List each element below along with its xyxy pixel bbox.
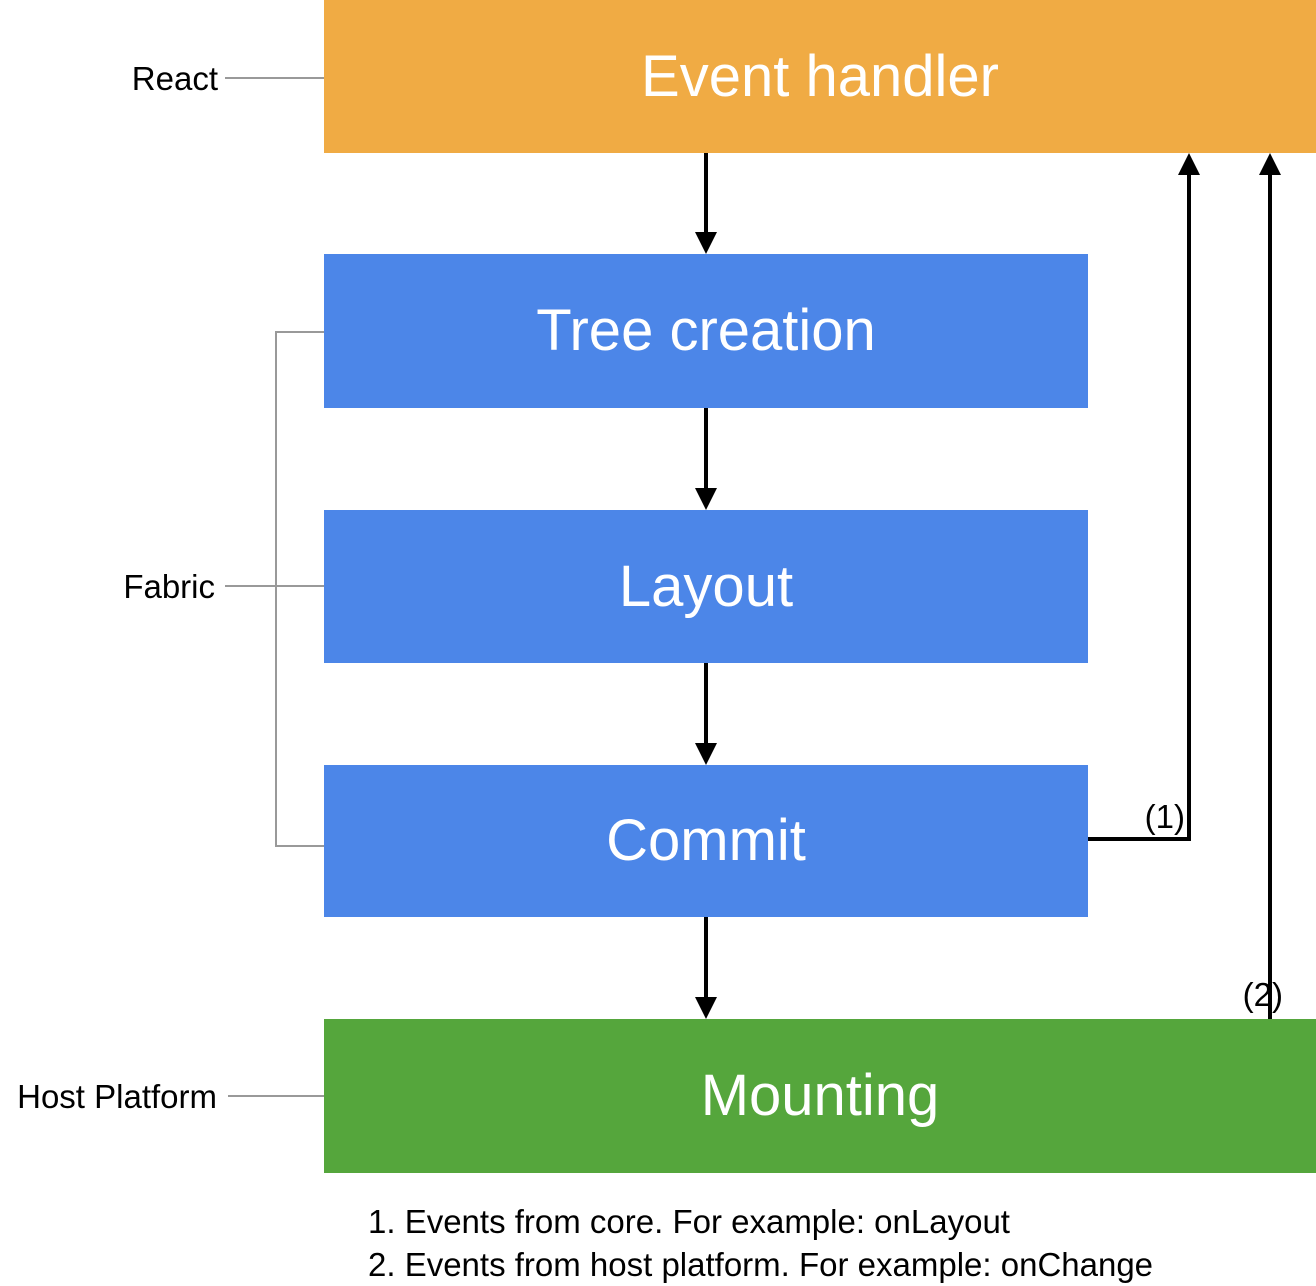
arrow-down-head-icon: [695, 997, 717, 1019]
commit-box: Commit: [324, 765, 1088, 917]
host-platform-connector-line: [228, 1095, 324, 1097]
fabric-bracket-vertical-line: [275, 331, 277, 847]
react-side-label: React: [131, 60, 218, 97]
arrow-shaft: [704, 153, 708, 233]
arrow-shaft: [1088, 837, 1191, 841]
mounting-label: Mounting: [700, 1063, 940, 1128]
arrow-shaft: [1268, 173, 1272, 1019]
footnote-1: 1. Events from core. For example: onLayo…: [368, 1203, 1010, 1240]
arrow-down-head-icon: [695, 232, 717, 254]
commit-label: Commit: [606, 808, 806, 873]
event-handler-label: Event handler: [641, 43, 999, 109]
footnote-2: 2. Events from host platform. For exampl…: [368, 1246, 1154, 1283]
event-handler-box: Event handler: [324, 0, 1316, 153]
arrow-shaft: [704, 917, 708, 998]
arrow-down-head-icon: [695, 743, 717, 765]
arrow-up-head-icon: [1178, 153, 1200, 175]
layout-label: Layout: [618, 553, 794, 619]
fabric-connector-line: [225, 585, 324, 587]
arrow-1-label: (1): [1144, 798, 1185, 835]
fabric-bracket-bottom-stub: [276, 845, 324, 847]
footnotes: 1. Events from core. For example: onLayo…: [368, 1200, 1153, 1286]
tree-creation-box: Tree creation: [324, 254, 1088, 408]
react-connector-line: [225, 77, 324, 79]
mounting-box: Mounting: [324, 1019, 1316, 1173]
arrow-shaft: [1187, 173, 1191, 841]
fabric-bracket-top-stub: [276, 331, 324, 333]
arrow-up-head-icon: [1259, 153, 1281, 175]
arrow-shaft: [704, 663, 708, 744]
fabric-side-label: Fabric: [123, 568, 215, 605]
arrow-2-label: (2): [1242, 976, 1283, 1013]
tree-creation-label: Tree creation: [536, 298, 876, 363]
layout-box: Layout: [324, 510, 1088, 663]
arrow-down-head-icon: [695, 488, 717, 510]
arrow-shaft: [704, 408, 708, 489]
host-platform-side-label: Host Platform: [17, 1078, 217, 1115]
